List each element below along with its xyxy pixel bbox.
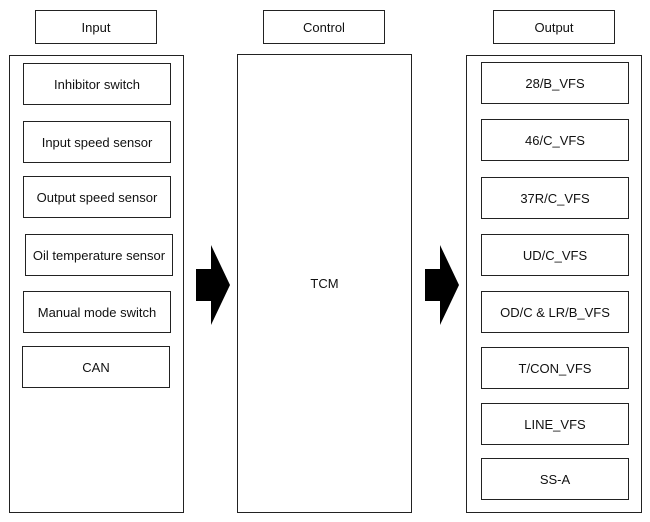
input-header: Input xyxy=(35,10,157,44)
output-item-46-c-vfs: 46/C_VFS xyxy=(481,119,629,161)
output-item-37r-c-vfs: 37R/C_VFS xyxy=(481,177,629,219)
output-header: Output xyxy=(493,10,615,44)
output-item-line-vfs: LINE_VFS xyxy=(481,403,629,445)
input-item-input-speed-sensor: Input speed sensor xyxy=(23,121,171,163)
input-item-can: CAN xyxy=(22,346,170,388)
output-item-ss-a: SS-A xyxy=(481,458,629,500)
input-item-inhibitor-switch: Inhibitor switch xyxy=(23,63,171,105)
input-item-oil-temperature-sensor: Oil temperature sensor xyxy=(25,234,173,276)
control-header: Control xyxy=(263,10,385,44)
tcm-block: TCM xyxy=(237,54,412,513)
arrow-right-icon xyxy=(425,245,459,325)
arrow-right-icon xyxy=(196,245,230,325)
input-item-output-speed-sensor: Output speed sensor xyxy=(23,176,171,218)
output-item-od-c-lr-b-vfs: OD/C & LR/B_VFS xyxy=(481,291,629,333)
input-item-manual-mode-switch: Manual mode switch xyxy=(23,291,171,333)
output-item-t-con-vfs: T/CON_VFS xyxy=(481,347,629,389)
output-item-ud-c-vfs: UD/C_VFS xyxy=(481,234,629,276)
output-item-28-b-vfs: 28/B_VFS xyxy=(481,62,629,104)
